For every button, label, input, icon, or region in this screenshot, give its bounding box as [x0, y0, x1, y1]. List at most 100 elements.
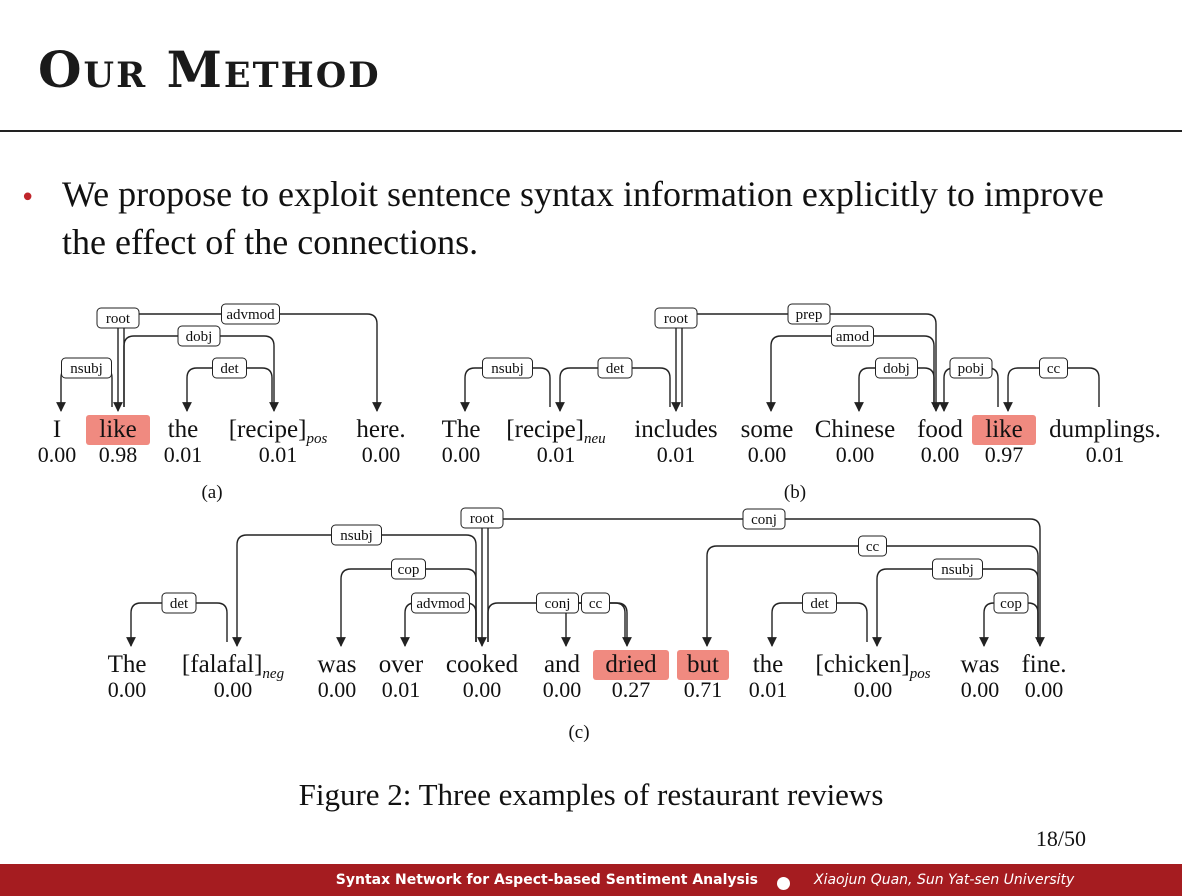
- score-c-6: 0.27: [612, 677, 651, 702]
- label-c-6-box: [536, 592, 579, 614]
- token-highlight: [972, 415, 1036, 445]
- token-c-8: the: [753, 651, 784, 678]
- footer-author: Xiaojun Quan, Sun Yat-sen University: [814, 872, 1075, 888]
- label-a-1-box: [61, 357, 112, 379]
- label-c-1-box: [742, 508, 786, 530]
- label-c-5-text: cop: [398, 562, 420, 578]
- bullet-text: We propose to exploit sentence syntax in…: [62, 174, 1104, 262]
- score-b-3: 0.00: [748, 442, 787, 467]
- token-highlight: [677, 650, 729, 680]
- label-c-9-box: [581, 592, 610, 614]
- score-c-8: 0.01: [749, 677, 788, 702]
- label-b-5-text: dobj: [883, 361, 910, 377]
- token-a-3: [recipe]pos: [229, 416, 328, 447]
- score-c-9: 0.00: [854, 677, 893, 702]
- label-b-5-box: [875, 357, 918, 379]
- label-b-2-text: det: [606, 361, 625, 377]
- token-c-9: [chicken]pos: [815, 651, 930, 682]
- token-c-2: was: [318, 651, 357, 678]
- score-c-2: 0.00: [318, 677, 357, 702]
- score-a-4: 0.00: [362, 442, 401, 467]
- label-c-10-box: [802, 592, 837, 614]
- label-b-3-text: prep: [796, 307, 823, 323]
- token-a-2: the: [168, 416, 199, 443]
- label-c-3-box: [932, 558, 983, 580]
- score-a-3: 0.01: [259, 442, 298, 467]
- figure-caption: Figure 2: Three examples of restaurant r…: [298, 777, 884, 812]
- label-c-root-text: root: [470, 511, 495, 527]
- label-b-1-text: nsubj: [491, 361, 524, 377]
- label-c-7-text: advmod: [416, 596, 465, 612]
- token-c-0: The: [108, 651, 147, 678]
- panel-label-b: (b): [784, 482, 806, 503]
- label-c-7-box: [411, 592, 470, 614]
- footer-bar: [0, 864, 1182, 896]
- arc-c-4-nsubj: [232, 534, 477, 647]
- label-b-6-box: [949, 357, 993, 379]
- token-b-4: Chinese: [815, 416, 896, 443]
- score-a-2: 0.01: [164, 442, 203, 467]
- token-c-11: fine.: [1021, 651, 1066, 678]
- label-b-1-box: [482, 357, 533, 379]
- footer-separator-dot: [777, 877, 790, 890]
- token-c-3: over: [379, 651, 424, 678]
- label-c-1-text: conj: [751, 512, 777, 528]
- token-c-10: was: [961, 651, 1000, 678]
- label-b-4-text: amod: [836, 329, 870, 345]
- label-a-2-box: [221, 303, 280, 325]
- page-number: 18/50: [1035, 826, 1086, 851]
- token-b-6: like: [985, 416, 1023, 443]
- label-c-2-text: cc: [866, 539, 880, 555]
- token-b-7: dumplings.: [1049, 416, 1161, 443]
- label-b-3-box: [787, 303, 831, 325]
- label-c-8-text: det: [170, 596, 189, 612]
- token-c-6: dried: [605, 651, 657, 678]
- score-c-11: 0.00: [1025, 677, 1064, 702]
- score-b-1: 0.01: [537, 442, 576, 467]
- token-c-4: cooked: [446, 651, 519, 678]
- label-a-4-text: det: [220, 361, 239, 377]
- score-c-5: 0.00: [543, 677, 582, 702]
- title-divider: [0, 130, 1182, 132]
- label-c-11-box: [993, 592, 1029, 614]
- score-a-1: 0.98: [99, 442, 138, 467]
- score-c-3: 0.01: [382, 677, 421, 702]
- label-c-root-box: [460, 507, 504, 529]
- token-a-4: here.: [356, 416, 405, 443]
- token-c-5: and: [544, 651, 581, 678]
- label-b-2-box: [597, 357, 633, 379]
- score-c-7: 0.71: [684, 677, 723, 702]
- arc-c-1-conj: [487, 518, 1045, 647]
- token-a-1: like: [99, 416, 137, 443]
- label-b-root-box: [654, 307, 698, 329]
- score-b-7: 0.01: [1086, 442, 1125, 467]
- label-a-root-box: [96, 307, 140, 329]
- label-a-2-text: advmod: [226, 307, 275, 323]
- score-a-0: 0.00: [38, 442, 77, 467]
- label-c-2-box: [858, 535, 887, 557]
- label-a-1-text: nsubj: [70, 361, 103, 377]
- label-c-5-box: [391, 558, 426, 580]
- arc-a-3-dobj: [123, 335, 279, 412]
- token-highlight: [86, 415, 150, 445]
- score-c-4: 0.00: [463, 677, 502, 702]
- panel-label-c: (c): [568, 722, 589, 743]
- label-a-3-box: [177, 325, 221, 347]
- token-c-7: but: [687, 651, 719, 678]
- token-a-0: I: [53, 416, 61, 443]
- label-b-7-box: [1039, 357, 1068, 379]
- label-c-4-box: [331, 524, 382, 546]
- score-c-1: 0.00: [214, 677, 253, 702]
- label-b-4-box: [831, 325, 874, 347]
- score-b-2: 0.01: [657, 442, 696, 467]
- panel-label-a: (a): [201, 482, 222, 503]
- arc-a-2-advmod: [123, 313, 382, 412]
- label-c-8-box: [161, 592, 197, 614]
- token-c-1: [falafal]neg: [182, 651, 285, 682]
- label-c-10-text: det: [810, 596, 829, 612]
- label-b-6-text: pobj: [958, 361, 985, 377]
- score-b-0: 0.00: [442, 442, 481, 467]
- token-b-3: some: [741, 416, 794, 443]
- footer-talk-title: Syntax Network for Aspect-based Sentimen…: [335, 872, 758, 888]
